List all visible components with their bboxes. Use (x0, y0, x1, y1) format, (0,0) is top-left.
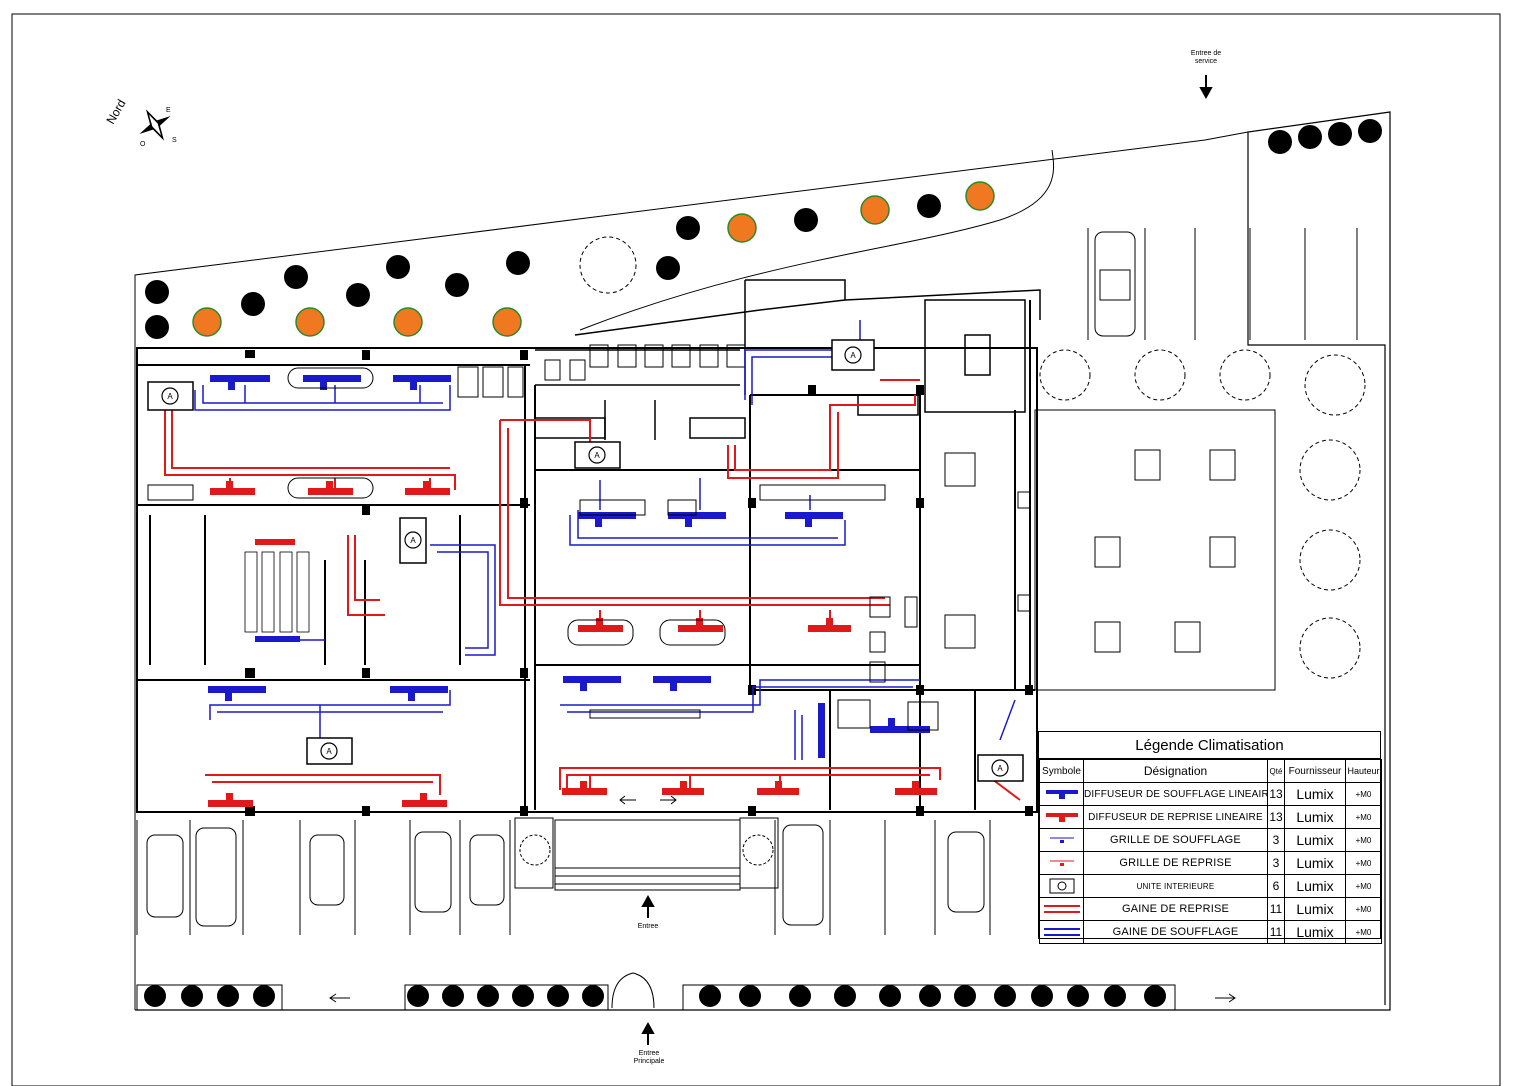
indoor-units (147, 339, 1024, 782)
legend-header-designation: Désignation (1083, 759, 1268, 783)
supply-duct-icon (1039, 920, 1084, 944)
legend-supplier: Lumix (1284, 851, 1346, 875)
legend-title: Légende Climatisation (1039, 732, 1380, 759)
return-duct-icon (1039, 897, 1084, 921)
unit-label: A (594, 451, 600, 460)
legend-row: GAINE DE SOUFFLAGE 11 Lumix +M0 (1039, 920, 1382, 944)
legend-height: +M0 (1345, 805, 1382, 829)
return-grille-icon (1039, 851, 1084, 875)
legend-header-qty: Qté (1267, 759, 1285, 783)
drawing-frame (11, 13, 1501, 1086)
terrace (944, 409, 1276, 691)
site-boundary-north (134, 131, 1249, 1010)
legend-height: +M0 (1345, 897, 1382, 921)
legend-height: +M0 (1345, 782, 1382, 806)
legend-header-symbol: Symbole (1039, 759, 1084, 783)
indoor-unit-icon (1039, 874, 1084, 898)
legend-designation: GRILLE DE SOUFFLAGE (1083, 828, 1268, 852)
legend-header-supplier: Fournisseur (1284, 759, 1346, 783)
legend-header-height: Hauteur (1345, 759, 1382, 783)
main-entrance-label: Entree Principale (633, 1050, 665, 1065)
west-letter: O (140, 141, 146, 148)
indoor-unit-labels: A A A A A A (167, 351, 1003, 773)
building-walls (136, 300, 1038, 813)
legend-designation: UNITE INTERIEURE (1083, 874, 1268, 898)
legend-table: Symbole Désignation Qté Fournisseur Haut… (1039, 759, 1382, 944)
legend-qty: 13 (1267, 782, 1285, 806)
legend-header-row: Symbole Désignation Qté Fournisseur Haut… (1039, 759, 1382, 783)
legend-designation: GRILLE DE REPRISE (1083, 851, 1268, 875)
columns (245, 350, 1033, 816)
north-arrow-icon (139, 109, 171, 141)
unit-label: A (850, 351, 856, 360)
legend-supplier: Lumix (1284, 874, 1346, 898)
entrance-label: Entree (637, 923, 659, 930)
indoor-unit-circles (161, 346, 1009, 777)
legend-qty: 6 (1267, 874, 1285, 898)
legend-qty: 11 (1267, 897, 1285, 921)
meeting-chairs (244, 551, 310, 633)
trees (144, 119, 1382, 1007)
unit-label: A (167, 392, 173, 401)
legend-qty: 13 (1267, 805, 1285, 829)
return-diffusers (208, 481, 937, 807)
return-ducts (164, 379, 1021, 801)
legend-supplier: Lumix (1284, 782, 1346, 806)
legend-supplier: Lumix (1284, 897, 1346, 921)
legend-height: +M0 (1345, 851, 1382, 875)
north-wing (534, 279, 1041, 440)
supply-grille-icon (1039, 828, 1084, 852)
legend-row: DIFFUSEUR DE REPRISE LINEAIRE 13 Lumix +… (1039, 805, 1382, 829)
unit-label: A (410, 536, 416, 545)
legend-designation: DIFFUSEUR DE SOUFFLAGE LINEAIRE (1083, 782, 1268, 806)
legend-row: GAINE DE REPRISE 11 Lumix +M0 (1039, 897, 1382, 921)
legend-supplier: Lumix (1284, 828, 1346, 852)
legend-designation: DIFFUSEUR DE REPRISE LINEAIRE (1083, 805, 1268, 829)
parking-bottom (136, 820, 991, 935)
shrubs (519, 236, 1366, 866)
legend-qty: 11 (1267, 920, 1285, 944)
service-entrance-label: Entree de service (1190, 50, 1222, 65)
legend-supplier: Lumix (1284, 920, 1346, 944)
south-letter: S (172, 137, 177, 144)
legend-height: +M0 (1345, 874, 1382, 898)
flower-bushes (192, 181, 995, 337)
flow-arrows (329, 795, 1236, 1003)
supply-ducts (194, 320, 1016, 760)
legend-supplier: Lumix (1284, 805, 1346, 829)
legend-designation: GAINE DE SOUFFLAGE (1083, 920, 1268, 944)
linear-return-diffuser-icon (1039, 805, 1084, 829)
entrance-stairs (514, 817, 779, 891)
legend-row: GRILLE DE REPRISE 3 Lumix +M0 (1039, 851, 1382, 875)
legend-qty: 3 (1267, 851, 1285, 875)
legend-height: +M0 (1345, 828, 1382, 852)
linear-supply-diffuser-icon (1039, 782, 1084, 806)
unit-label: A (997, 764, 1003, 773)
east-letter: E (166, 107, 171, 114)
legend-row: GRILLE DE SOUFFLAGE 3 Lumix +M0 (1039, 828, 1382, 852)
legend-qty: 3 (1267, 828, 1285, 852)
unit-label: A (326, 747, 332, 756)
legend-row: DIFFUSEUR DE SOUFFLAGE LINEAIRE 13 Lumix… (1039, 782, 1382, 806)
parking-top-right (1087, 228, 1358, 340)
furniture (147, 366, 939, 731)
legend-designation: GAINE DE REPRISE (1083, 897, 1268, 921)
north-label: Nord (103, 97, 128, 127)
entrance-arrows (641, 75, 1213, 1045)
legend-height: +M0 (1345, 920, 1382, 944)
garden-path (579, 149, 1055, 331)
legend-row: UNITE INTERIEURE 6 Lumix +M0 (1039, 874, 1382, 898)
toilets (544, 344, 746, 381)
air-conditioning-legend: Légende Climatisation Symbole Désignatio… (1038, 731, 1382, 944)
supply-diffusers (208, 375, 930, 758)
hedge-bottom (136, 972, 1176, 1011)
